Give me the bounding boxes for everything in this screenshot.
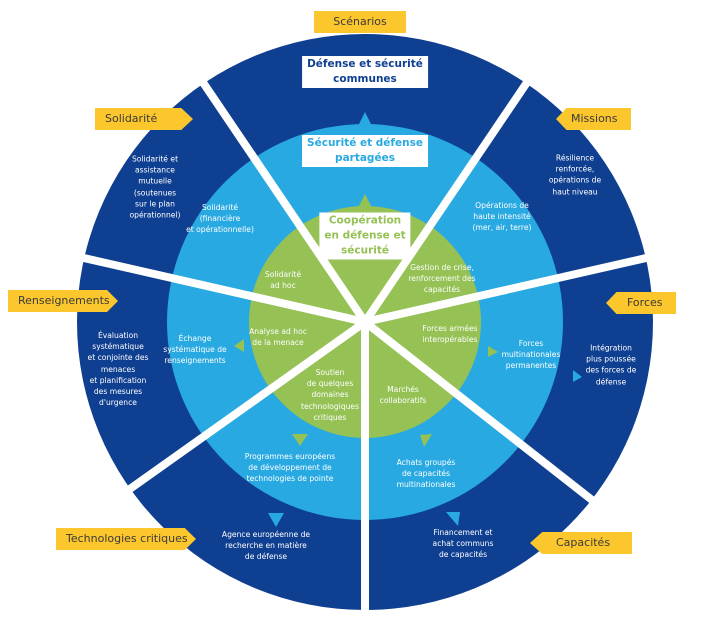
capacites-outer-text: Financement et achat communs de capacité… <box>432 528 494 560</box>
divider-bottom-left <box>117 318 368 500</box>
title-inner-line1: Coopération <box>328 214 402 227</box>
missions-outer-text: Résilience renforcée, opérations de haut… <box>548 153 602 197</box>
title-middle-line1: Sécurité et défense <box>307 137 423 149</box>
capacites-middle-text: Achats groupés de capacités multinationa… <box>396 458 456 490</box>
technologies-inner-text: Soutien de quelques domaines technologiq… <box>300 367 360 422</box>
pointer-solidarite-middle <box>258 235 270 248</box>
tag-renseignements: Renseignements <box>8 290 118 312</box>
solidarite-middle-text: Solidarité (financière et opérationnelle… <box>186 203 254 235</box>
title-outer: Défense et sécurité communes <box>302 56 428 88</box>
renseignements-middle-text: Échange systématique de renseignements <box>163 334 227 366</box>
title-inner-line3: sécurité <box>340 244 389 257</box>
forces-inner-text: Forces armées interopérables <box>422 323 478 344</box>
pointer-cap-outer <box>446 512 460 526</box>
pointer-middle-top <box>358 112 372 126</box>
forces-outer-text: Intégration plus poussée des forces de d… <box>585 343 637 387</box>
forces-middle-text: Forces multinationales permanentes <box>501 339 561 371</box>
technologies-outer-text: Agence européenne de recherche en matièr… <box>221 530 311 562</box>
tag-missions: Missions <box>556 108 631 130</box>
missions-inner-text: Gestion de crise, renforcement des capac… <box>408 263 476 295</box>
pointer-rens-middle <box>234 339 244 352</box>
pointer-missions-middle <box>460 247 473 258</box>
title-outer-line1: Défense et sécurité <box>307 58 423 70</box>
pointer-tech-middle <box>292 434 308 446</box>
title-inner-line2: en défense et <box>324 229 406 242</box>
missions-middle-text: Opérations de haute intensité (mer, air,… <box>472 201 532 233</box>
pointer-forces-outer <box>573 370 582 382</box>
tag-technologies: Technologies critiques <box>56 528 196 550</box>
tag-scenarios: Scénarios <box>314 11 406 33</box>
tag-solidarite: Solidarité <box>95 108 193 130</box>
renseignements-outer-text: Évaluation systématique et conjointe des… <box>87 330 149 408</box>
renseignements-inner-text: Analyse ad hoc de la menace <box>249 326 307 347</box>
capacites-inner-text: Marchés collaboratifs <box>379 384 427 405</box>
technologies-middle-text: Programmes européens de développement de… <box>244 452 336 484</box>
divider-top-left <box>194 72 369 325</box>
divider-right <box>364 252 656 326</box>
divider-top-right <box>361 72 536 325</box>
divider-bottom-right <box>362 318 595 504</box>
title-inner: Coopération en défense et sécurité <box>319 212 411 260</box>
pointer-cap-middle <box>420 434 432 447</box>
pointer-missions-outer <box>520 184 534 197</box>
divider-left <box>74 252 366 326</box>
title-middle: Sécurité et défense partagées <box>302 135 428 167</box>
pointer-rens-outer <box>150 363 160 376</box>
pointer-solidarite-outer <box>178 181 190 196</box>
pointer-inner-top <box>358 194 372 208</box>
pointer-tech-outer <box>268 513 284 527</box>
solidarite-inner-text: Solidarité ad hoc <box>264 269 302 290</box>
solidarite-outer-text: Solidarité et assistance mutuelle (soute… <box>129 154 181 220</box>
pointer-forces-middle <box>488 346 498 357</box>
title-outer-line2: communes <box>333 73 397 85</box>
tag-capacites: Capacités <box>530 532 632 554</box>
tag-forces: Forces <box>606 292 676 314</box>
title-middle-line2: partagées <box>335 152 395 164</box>
